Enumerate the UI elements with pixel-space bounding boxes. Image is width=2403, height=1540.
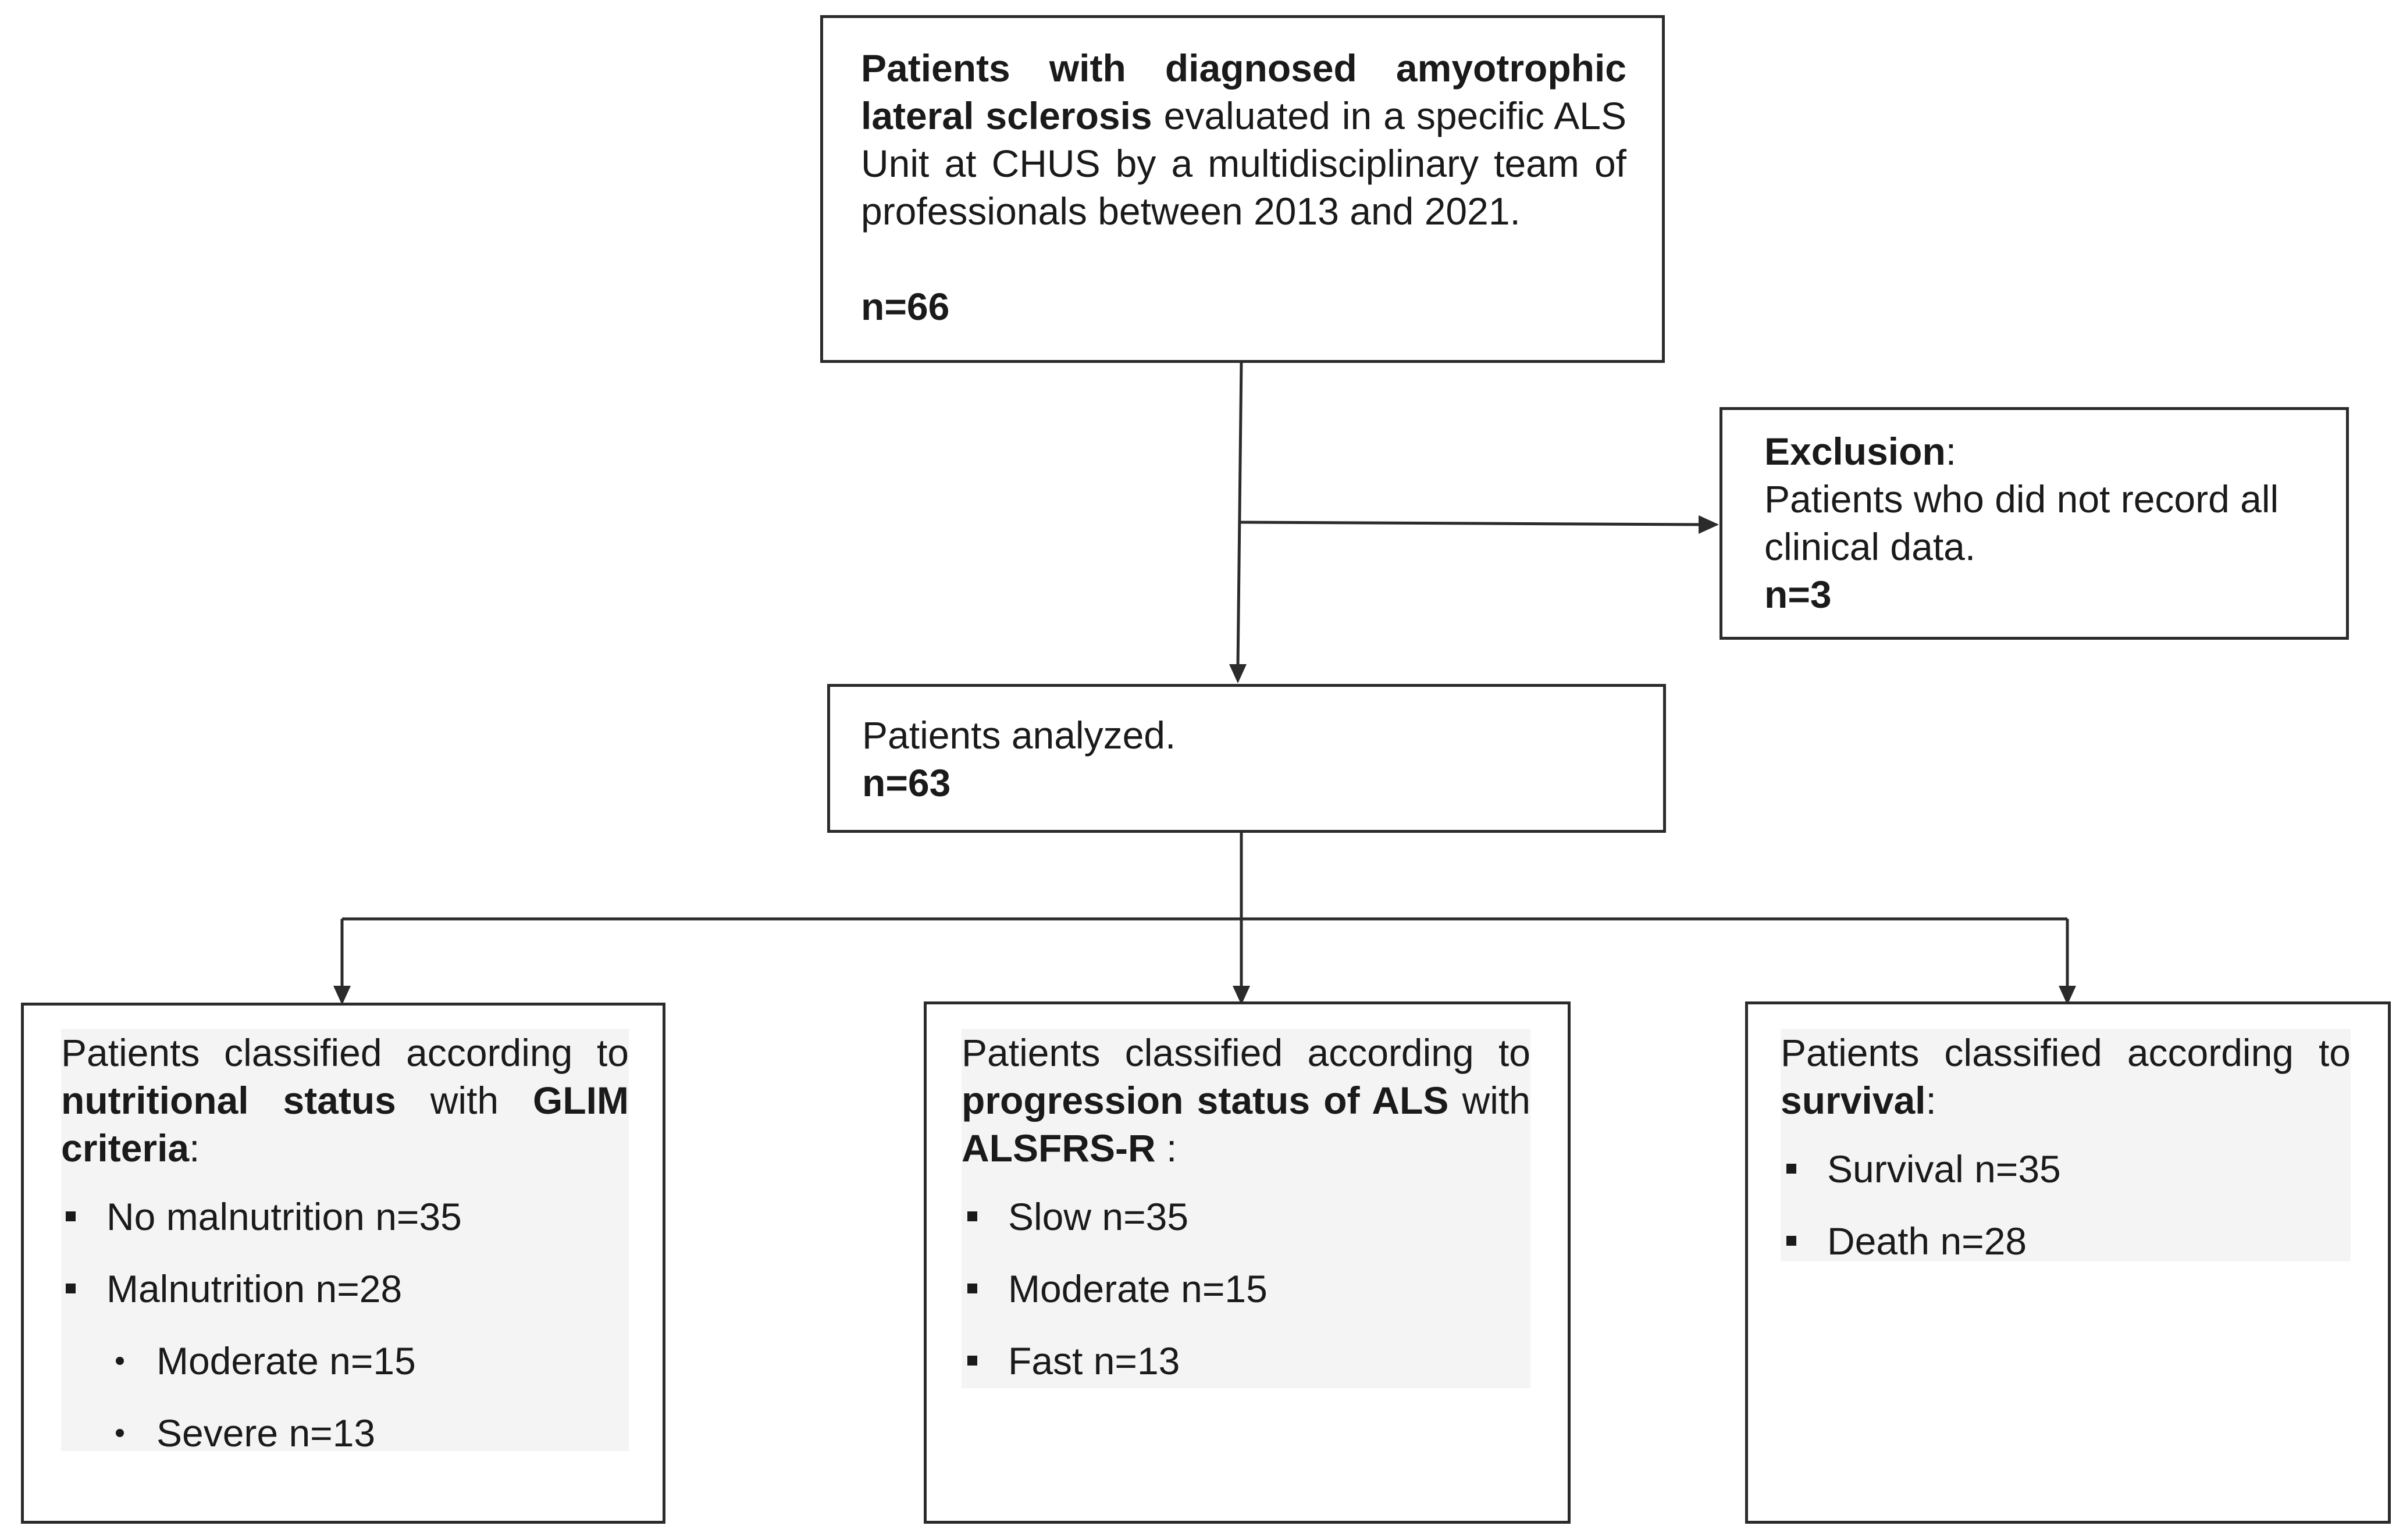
box-exclusion: Exclusion: Patients who did not record a… <box>1720 407 2349 640</box>
enrolled-description: Patients with diagnosed amyotrophic late… <box>861 44 1626 235</box>
list-item: Severe n=13 <box>116 1409 622 1481</box>
line-to-exclusion <box>1240 521 1704 526</box>
nutrition-intro-3: : <box>189 1127 200 1170</box>
survival-intro-1: Patients classified according to <box>1781 1031 2351 1074</box>
arrowhead-survival <box>2059 986 2076 1005</box>
progression-tool: ALSFRS-R <box>962 1127 1156 1170</box>
exclusion-label: Exclusion <box>1764 430 1946 473</box>
list-item: Slow n=35 <box>967 1193 1526 1265</box>
analyzed-count: n=63 <box>862 761 951 804</box>
nutrition-intro: Patients classified according to nutriti… <box>61 1029 629 1172</box>
exclusion-text: Patients who did not record all clinical… <box>1764 477 2279 568</box>
list-item: Death n=28 <box>1786 1217 2345 1289</box>
enrolled-rest: evaluated in a specific ALS Unit at CHUS… <box>861 94 1626 233</box>
arrowhead-analyzed <box>1229 664 1247 683</box>
list-item: Moderate n=15 <box>967 1265 1526 1337</box>
nutrition-intro-2: with <box>396 1079 533 1122</box>
analyzed-text: Patients analyzed. <box>862 714 1176 757</box>
list-item: No malnutrition n=35 <box>66 1193 624 1265</box>
progression-list: Slow n=35 Moderate n=15 Fast n=13 <box>967 1193 1526 1409</box>
nutrition-list: No malnutrition n=35 Malnutrition n=28 <box>66 1193 624 1337</box>
box-enrolled: Patients with diagnosed amyotrophic late… <box>820 15 1665 363</box>
list-item: Survival n=35 <box>1786 1145 2345 1217</box>
nutrition-intro-1: Patients classified according to <box>61 1031 629 1074</box>
line-top-to-analyzed <box>1236 360 1243 668</box>
exclusion-count: n=3 <box>1764 573 1832 616</box>
arrowhead-nutrition <box>333 986 351 1005</box>
list-item: Moderate n=15 <box>116 1337 622 1409</box>
arrowhead-progression <box>1233 986 1250 1005</box>
progression-intro-2: with <box>1448 1079 1530 1122</box>
box-analyzed: Patients analyzed. n=63 <box>827 684 1666 833</box>
survival-term: survival <box>1781 1079 1926 1122</box>
survival-intro: Patients classified according to surviva… <box>1781 1029 2351 1124</box>
nutrition-shaded-area <box>61 1029 629 1451</box>
survival-shaded-area <box>1781 1029 2351 1261</box>
exclusion-heading: Exclusion: <box>1764 427 1956 475</box>
box-nutrition: Patients classified according to nutriti… <box>21 1003 665 1524</box>
progression-term: progression status of ALS <box>962 1079 1449 1122</box>
progression-intro-3: : <box>1155 1127 1177 1170</box>
arrowhead-exclusion <box>1699 515 1719 534</box>
progression-shaded-area <box>962 1029 1530 1388</box>
list-item: Malnutrition n=28 <box>66 1265 624 1337</box>
box-progression: Patients classified according to progres… <box>924 1001 1571 1524</box>
progression-intro: Patients classified according to progres… <box>962 1029 1530 1172</box>
survival-list: Survival n=35 Death n=28 <box>1786 1145 2345 1289</box>
survival-intro-2: : <box>1925 1079 1936 1122</box>
nutrition-tool: GLIM criteria <box>61 1079 629 1170</box>
exclusion-colon: : <box>1945 430 1957 473</box>
enrolled-lead: Patients with diagnosed amyotrophic late… <box>861 47 1626 137</box>
box-survival: Patients classified according to surviva… <box>1745 1001 2391 1524</box>
list-item: Fast n=13 <box>967 1337 1526 1409</box>
enrolled-count: n=66 <box>861 285 950 328</box>
nutrition-sublist: Moderate n=15 Severe n=13 <box>116 1337 622 1481</box>
nutrition-term: nutritional status <box>61 1079 396 1122</box>
progression-intro-1: Patients classified according to <box>962 1031 1530 1074</box>
